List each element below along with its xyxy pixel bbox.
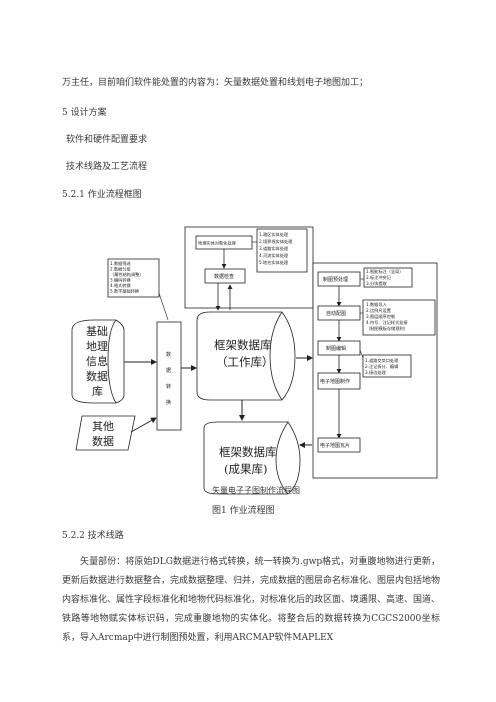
base-geo-db: 基础 地理 信息 数据 库 [71, 319, 125, 404]
figure-caption-small: 矢量电子子图制作流程图 [212, 486, 300, 495]
svg-text:3.分块提取: 3.分块提取 [366, 280, 388, 287]
svg-text:库: 库 [92, 385, 103, 398]
auto-map-list-box [362, 299, 436, 336]
other-data: 其他 数据 [75, 415, 136, 451]
body-paragraph: 矢量部份：将原始DLG数据进行格式转换，统一转换为.gwp格式，对重腹地物进行更… [62, 557, 441, 643]
svg-text:1.智能标注（全局）: 1.智能标注（全局） [366, 268, 404, 275]
section-heading-522: 5.2.2 技术线路 [62, 531, 124, 541]
svg-text:3.图层顺序控制: 3.图层顺序控制 [366, 313, 395, 320]
svg-text:基础: 基础 [86, 325, 108, 338]
svg-text:制图预处理: 制图预处理 [323, 276, 348, 283]
svg-text:制图编辑: 制图编辑 [326, 345, 346, 352]
svg-text:（属性结构调整）: （属性结构调整） [110, 271, 144, 278]
section-heading-5: 5 设计方案 [62, 108, 107, 118]
check-box [204, 268, 246, 284]
svg-text:1.道路交叉口处理: 1.道路交叉口处理 [365, 357, 399, 364]
convert-box [156, 321, 182, 431]
convert-list-box [107, 258, 160, 298]
svg-text:1.数据导入: 1.数据导入 [366, 301, 388, 308]
map-pre-list-box [363, 267, 413, 288]
svg-text:转: 转 [166, 383, 171, 390]
svg-text:其他: 其他 [92, 420, 114, 433]
svg-text:数据: 数据 [86, 369, 108, 383]
svg-text:电子地图瓦片: 电子地图瓦片 [320, 442, 350, 449]
svg-text:数: 数 [166, 351, 171, 358]
svg-text:(成果库): (成果库) [224, 462, 267, 476]
svg-text:2.标注冲突记: 2.标注冲突记 [366, 274, 392, 281]
svg-text:4.格式转换: 4.格式转换 [110, 282, 132, 289]
svg-text:2.比例尺设置: 2.比例尺设置 [366, 307, 391, 314]
svg-text:3.编码转换: 3.编码转换 [110, 277, 132, 284]
svg-text:信息: 信息 [86, 354, 108, 368]
svg-text:地理实体对象化处理: 地理实体对象化处理 [198, 240, 237, 247]
list-item-route: 技术线路及工艺流程 [66, 162, 148, 172]
svg-text:5.地名实体处理: 5.地名实体处理 [259, 259, 289, 266]
svg-text:5.数学基础转换: 5.数学基础转换 [110, 288, 140, 295]
section-heading-521: 5.2.1 作业流程框图 [62, 190, 142, 200]
emap-result-box [317, 437, 361, 453]
svg-text:3.道路实体处理: 3.道路实体处理 [259, 245, 289, 252]
work-db: 框架数据库 （工作库） [196, 311, 296, 401]
svg-text:4.河流实体处理: 4.河流实体处理 [259, 252, 289, 259]
svg-text:据: 据 [166, 367, 171, 374]
svg-text:（工作库）: （工作库） [216, 355, 274, 369]
svg-text:4.符号、注记样式挂接: 4.符号、注记样式挂接 [366, 319, 408, 326]
svg-text:3.接边处理: 3.接边处理 [365, 369, 387, 376]
entity-list: 1.政区实体处理 2.境界线实体处理 3.道路实体处理 4.河流实体处理 5.地… [259, 231, 293, 266]
result-db: 框架数据库 (成果库) [203, 421, 301, 495]
svg-text:框架数据库: 框架数据库 [214, 338, 272, 352]
list-item-hardware: 软件和硬件配置要求 [66, 135, 148, 145]
svg-text:2.数据分层: 2.数据分层 [110, 266, 131, 273]
svg-text:（制图模板存储规则）: （制图模板存储规则） [366, 325, 408, 332]
svg-text:数据: 数据 [92, 434, 114, 448]
figure-caption: 图1 作业流程图 [212, 506, 275, 516]
svg-text:电子地图制作: 电子地图制作 [320, 378, 350, 385]
svg-text:地理: 地理 [86, 340, 108, 353]
svg-text:1.数据筛选: 1.数据筛选 [110, 260, 132, 267]
svg-text:1.政区实体处理: 1.政区实体处理 [259, 231, 289, 238]
svg-text:框架数据库: 框架数据库 [219, 445, 277, 459]
svg-text:2.注记拆分、编辑: 2.注记拆分、编辑 [365, 363, 398, 370]
convert-list: 1.数据筛选 2.数据分层 （属性结构调整） 3.编码转换 4.格式转换 5.数… [110, 260, 144, 295]
svg-text:自动配图: 自动配图 [326, 310, 346, 317]
svg-text:换: 换 [166, 399, 171, 406]
svg-text:2.境界线实体处理: 2.境界线实体处理 [259, 238, 293, 245]
map-edit-list-box [362, 354, 412, 378]
intro-line: 万主任，目前咱们软件能处置的内容为：矢量数据处置和线划电子地图加工； [62, 78, 369, 88]
entity-list-box [256, 228, 308, 273]
svg-text:数据检查: 数据检查 [214, 273, 234, 280]
